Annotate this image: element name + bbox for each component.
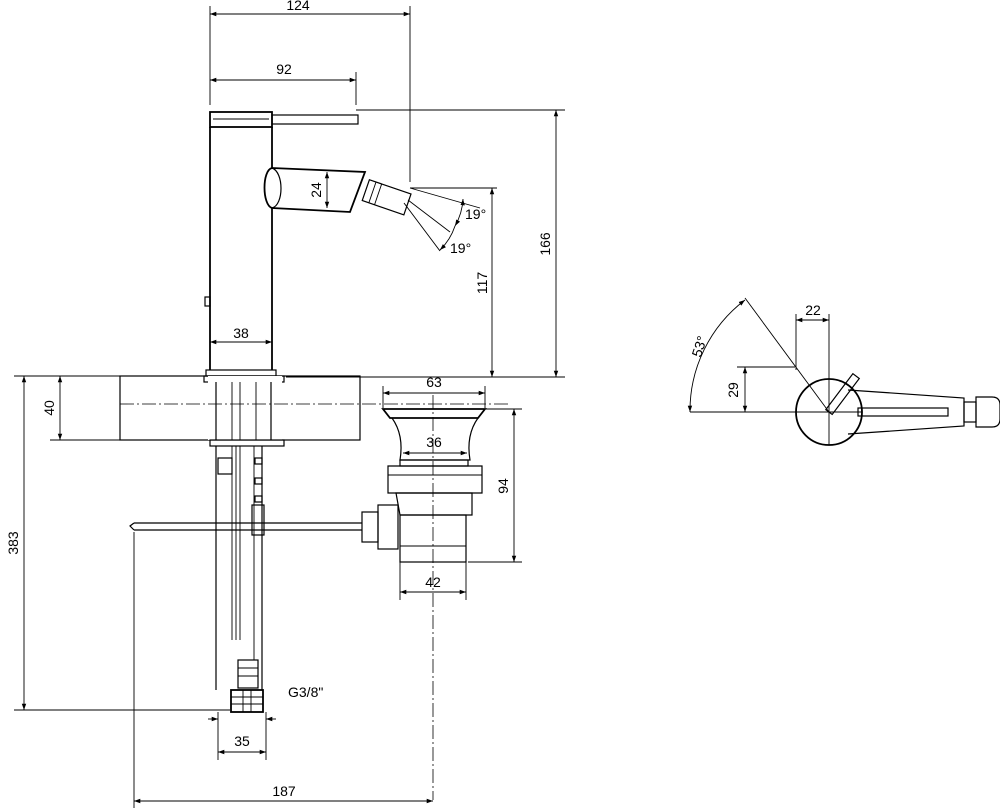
dimension-label-63: 63 [426, 374, 442, 390]
pop-up-rod [129, 504, 399, 550]
dimension-label-29: 29 [725, 382, 741, 398]
dimension-drain-throat: 36 [403, 434, 467, 456]
dimension-label-spray-down: 19° [450, 240, 471, 256]
dimension-body-diameter: 38 [210, 325, 272, 345]
dimension-spout-diameter: 24 [308, 172, 330, 208]
dimension-outlet-height: 117 [474, 188, 495, 377]
dimension-label-166: 166 [537, 232, 553, 256]
connection-thread-label: G3/8" [288, 684, 323, 700]
dimension-lever-distance: 29 [725, 366, 795, 412]
deck-section [119, 375, 361, 447]
spray-angle-lines [403, 187, 497, 252]
dimension-lever-offset: 22 [795, 302, 830, 380]
dimension-drain-body: 42 [399, 562, 467, 600]
dimension-label-24: 24 [308, 182, 324, 198]
dimension-deck-thickness: 40 [41, 375, 120, 441]
dimension-label-53deg: 53° [688, 334, 710, 359]
dimension-label-spray-up: 19° [465, 206, 486, 222]
dimension-rod-length: 187 [133, 532, 433, 808]
dimension-total-height: 166 [286, 109, 565, 378]
dimension-overall-depth: 124 [209, 0, 411, 182]
dimension-label-38: 38 [233, 325, 249, 341]
dimension-lever-rotation: 53° [687, 297, 830, 413]
dimension-label-124: 124 [286, 0, 310, 13]
dimension-label-36: 36 [426, 434, 442, 450]
dimension-label-187: 187 [272, 783, 296, 799]
dimension-connection-width: 35 [208, 712, 276, 760]
dimension-label-22: 22 [805, 302, 821, 318]
dimension-lever-length: 92 [210, 61, 357, 105]
under-deck-hoses [215, 446, 265, 713]
dimension-label-92: 92 [276, 61, 292, 77]
dimension-label-42: 42 [425, 574, 441, 590]
dimension-drain-flange: 63 [382, 374, 486, 408]
dimension-label-35: 35 [234, 733, 250, 749]
dimension-label-40: 40 [41, 400, 57, 416]
centre-lines [120, 395, 510, 800]
dimension-label-117: 117 [474, 272, 490, 295]
dimension-hose-length: 383 [5, 375, 230, 711]
faucet-body-side-view [203, 111, 412, 383]
dimension-label-94: 94 [495, 478, 511, 494]
dimension-drain-height: 94 [468, 408, 522, 563]
dimension-label-383: 383 [5, 531, 21, 555]
